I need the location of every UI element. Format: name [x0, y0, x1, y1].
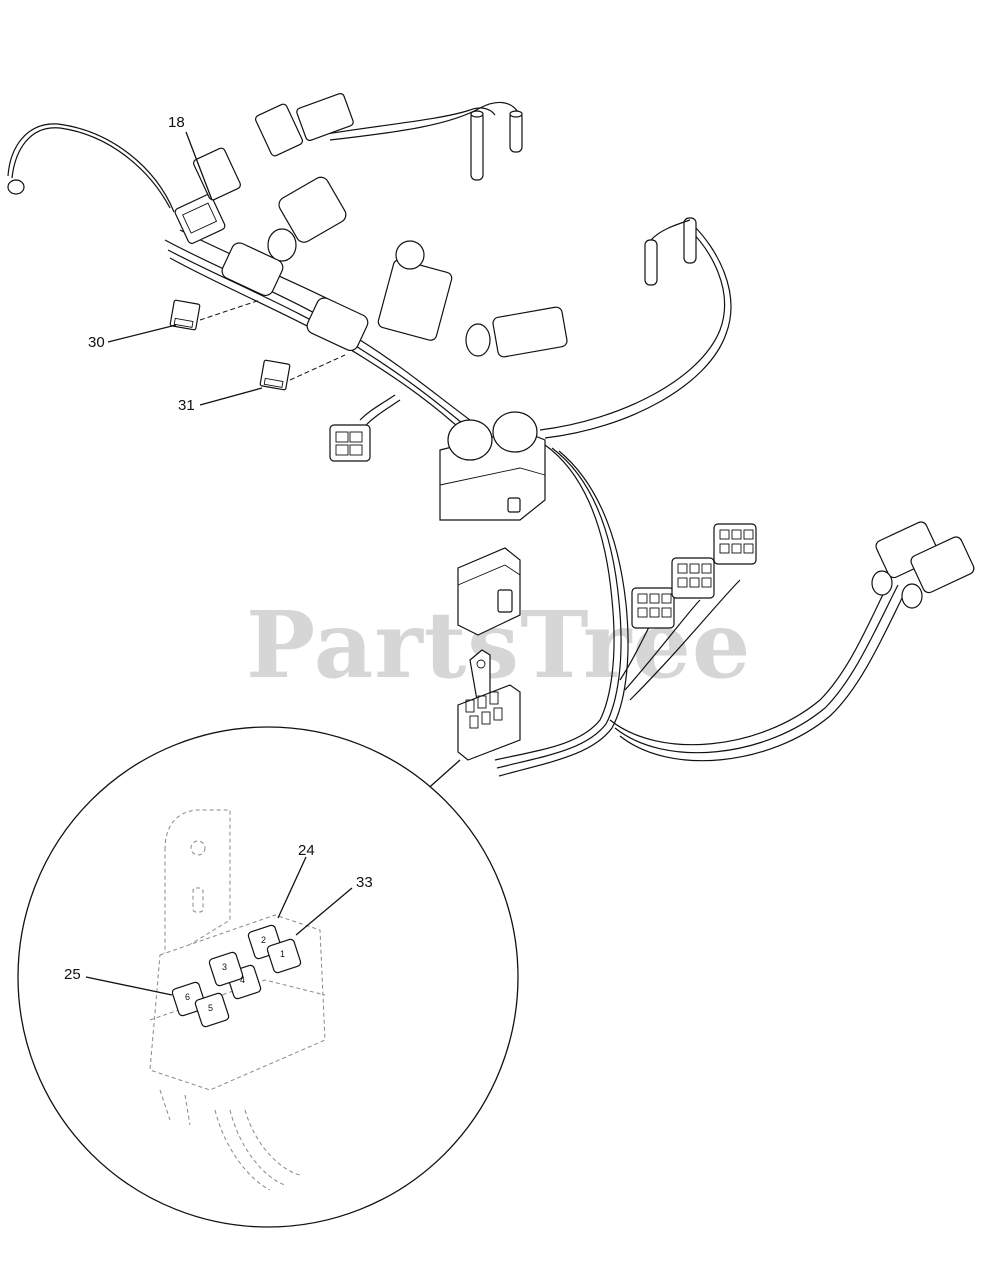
terminal-pin-d [683, 217, 697, 264]
callout-31: 31 [178, 397, 195, 414]
fuse-number-1: 1 [280, 949, 285, 959]
six-pin-connectors [631, 523, 757, 629]
terminal-pin-a [470, 111, 484, 181]
connector-block-icon [377, 259, 453, 341]
detail-fuse-5 [194, 992, 230, 1028]
connector-f-icon [492, 306, 568, 358]
connector-4pin-icon [329, 424, 371, 462]
callout-leaders [85, 131, 353, 996]
callout-18: 18 [168, 114, 185, 131]
fuse-number-3: 3 [222, 962, 227, 972]
connector-b-icon [193, 147, 241, 201]
connector-c-icon [255, 103, 303, 157]
mating-cap [457, 547, 521, 636]
detail-fuse-3 [208, 951, 244, 987]
fuse-31-group [259, 354, 346, 391]
fuse-31-icon [259, 359, 291, 391]
terminal-pin-c [644, 239, 658, 286]
fuse-number-4: 4 [240, 975, 245, 985]
connector-group-top [174, 93, 568, 462]
callout-24: 24 [298, 842, 315, 859]
connector-seal-icon [267, 228, 297, 262]
fuse-number-6: 6 [185, 992, 190, 1002]
callout-labels: 18 30 31 24 33 25 [64, 114, 373, 983]
connector-e-icon [278, 176, 347, 243]
harness-wires [7, 101, 907, 777]
fuse-number-5: 5 [208, 1003, 213, 1013]
connector-18-icon [174, 194, 226, 244]
detail-view: 6 5 4 3 2 1 [17, 726, 519, 1228]
mating-cap-icon [457, 547, 521, 636]
terminal-pin-b [509, 111, 523, 153]
detail-fuse-1 [266, 938, 302, 974]
double-connectors [871, 521, 975, 609]
fuse-30-group [169, 299, 261, 331]
fuse-30-icon [169, 299, 201, 331]
fuse-block-icon [457, 684, 521, 761]
relay-a-icon [221, 242, 284, 297]
detail-bracket-icon [164, 809, 231, 961]
callout-30: 30 [88, 334, 105, 351]
callout-25: 25 [64, 966, 81, 983]
double-connector-b-icon [910, 536, 975, 594]
detail-fuses: 6 5 4 3 2 1 [171, 924, 302, 1028]
fuse-number-2: 2 [261, 935, 266, 945]
connector-d-icon [296, 93, 354, 141]
ring-terminal-icon [7, 179, 25, 195]
callout-33: 33 [356, 874, 373, 891]
central-connector [439, 411, 546, 521]
fuse-block [457, 649, 521, 761]
relay-b-icon [306, 297, 369, 352]
